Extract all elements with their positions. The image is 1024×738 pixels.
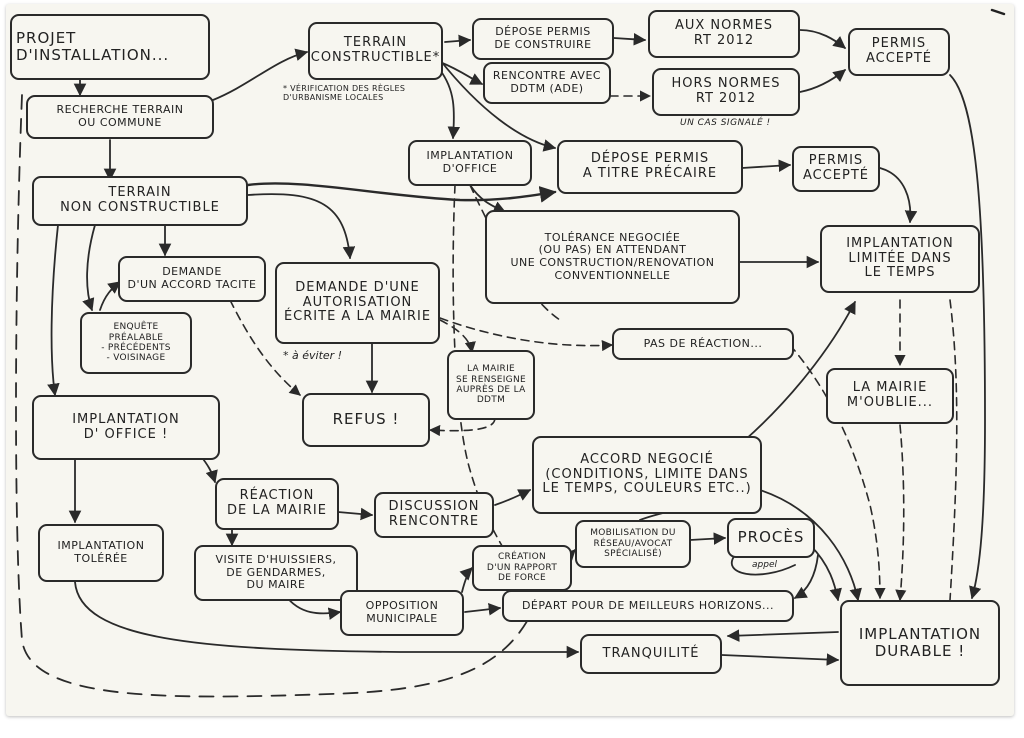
node-demande-accord: DEMANDE D'UN ACCORD TACITE	[118, 256, 266, 302]
node-creation-rapport: CRÉATION D'UN RAPPORT DE FORCE	[472, 545, 572, 591]
node-implantation-durable: IMPLANTATION DURABLE !	[840, 600, 1000, 686]
node-implantation-limitee: IMPLANTATION LIMITÉE DANS LE TEMPS	[820, 225, 980, 293]
node-visite: VISITE D'HUISSIERS, DE GENDARMES, DU MAI…	[194, 545, 358, 601]
node-accord-negocie: ACCORD NEGOCIÉ (CONDITIONS, LIMITE DANS …	[532, 436, 762, 514]
node-mobilisation: MOBILISATION DU RÉSEAU/AVOCAT SPÉCIALISÉ…	[575, 520, 691, 568]
node-projet: PROJET D'INSTALLATION...	[10, 14, 210, 80]
node-terrain-constructible: TERRAIN CONSTRUCTIBLE*	[308, 22, 443, 80]
node-terrain-non-constructible: TERRAIN NON CONSTRUCTIBLE	[32, 176, 248, 226]
node-hors-normes: HORS NORMES RT 2012	[652, 68, 800, 116]
node-permis-accepte-2: PERMIS ACCEPTÉ	[792, 146, 880, 192]
node-implantation-office-2: IMPLANTATION D' OFFICE !	[32, 395, 220, 460]
note-verification: * VÉRIFICATION DES RÈGLES D'URBANISME LO…	[283, 84, 406, 103]
node-reaction-mairie: RÉACTION DE LA MAIRIE	[215, 478, 339, 530]
note-un-cas: UN CAS SIGNALÉ !	[680, 118, 771, 128]
node-pas-reaction: PAS DE RÉACTION...	[612, 328, 794, 360]
node-opposition: OPPOSITION MUNICIPALE	[340, 590, 464, 636]
node-refus: REFUS !	[302, 393, 430, 447]
note-eviter: * à éviter !	[283, 349, 343, 362]
node-rencontre-ddtm: RENCONTRE AVEC DDTM (ADE)	[483, 62, 611, 104]
node-demande-autorisation: DEMANDE D'UNE AUTORISATION ÉCRITE A LA M…	[275, 262, 440, 344]
node-depose-precaire: DÉPOSE PERMIS A TITRE PRÉCAIRE	[557, 140, 743, 194]
node-discussion: DISCUSSION RENCONTRE	[374, 492, 494, 538]
node-depose-permis: DÉPOSE PERMIS DE CONSTRUIRE	[472, 18, 614, 60]
node-enquete: ENQUÊTE PRÉALABLE - PRÉCÉDENTS - VOISINA…	[80, 312, 192, 374]
node-mairie-renseigne: LA MAIRIE SE RENSEIGNE AUPRÈS DE LA DDTM	[447, 350, 535, 420]
node-proces: PROCÈS	[727, 518, 815, 558]
node-recherche: RECHERCHE TERRAIN OU COMMUNE	[26, 95, 214, 139]
node-depart: DÉPART POUR DE MEILLEURS HORIZONS...	[502, 590, 794, 622]
note-appel: appel	[752, 560, 777, 570]
node-tranquilite: TRANQUILITÉ	[580, 634, 722, 674]
node-permis-accepte-1: PERMIS ACCEPTÉ	[848, 28, 950, 76]
node-aux-normes: AUX NORMES RT 2012	[648, 10, 800, 58]
node-mairie-oublie: LA MAIRIE M'OUBLIE...	[826, 368, 954, 424]
node-tolerance: TOLÉRANCE NEGOCIÉE (OU PAS) EN ATTENDANT…	[485, 210, 740, 304]
node-implantation-toleree: IMPLANTATION TOLÉRÉE	[38, 524, 164, 582]
node-implantation-office-1: IMPLANTATION D'OFFICE	[408, 140, 532, 186]
